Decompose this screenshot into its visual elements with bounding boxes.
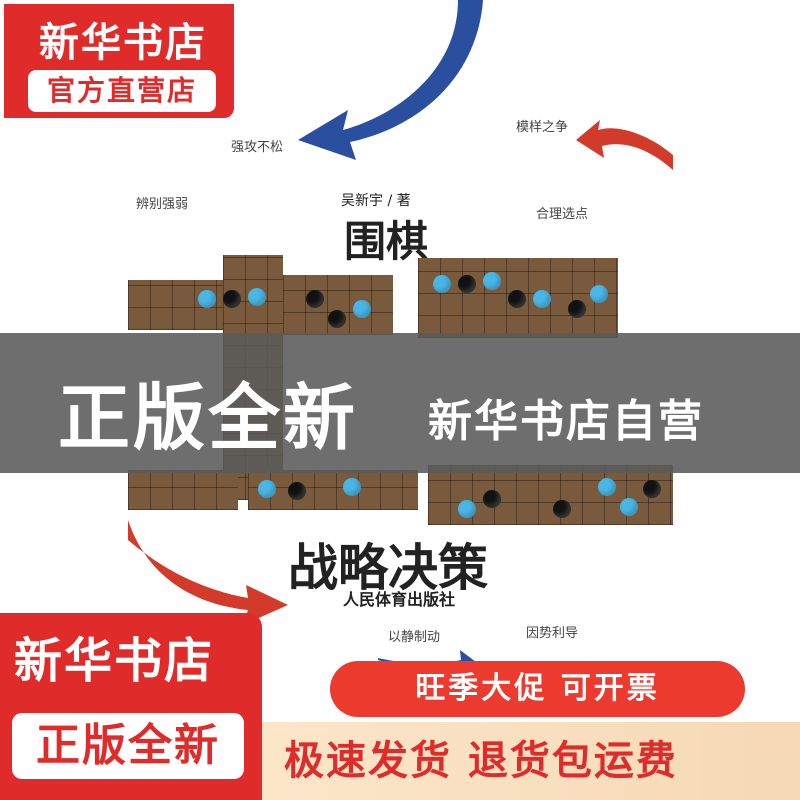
official-store-label: 官方直营店: [28, 70, 216, 112]
stone-white: [353, 300, 371, 318]
blue-arrow-top: [298, 0, 483, 160]
shipping-return-promo: 极速发货 退货包运费: [262, 722, 800, 800]
stone-white: [433, 275, 451, 293]
stone-white: [590, 285, 608, 303]
board-piece: [128, 280, 238, 330]
stone-black: [483, 490, 501, 508]
phrase-1: 强攻不松: [231, 140, 284, 155]
stone-black: [328, 310, 346, 328]
stone-black: [306, 290, 324, 308]
stone-black: [508, 290, 526, 308]
stone-black: [568, 300, 586, 318]
store-name-bottom: 新华书店: [14, 633, 215, 689]
stone-black: [553, 500, 571, 518]
sale-invoice-pill: 旺季大促 可开票: [330, 661, 745, 717]
stone-white: [343, 478, 361, 496]
genuine-label: 正版全新: [12, 713, 244, 779]
stone-white: [483, 272, 501, 290]
phrase-3: 辨别强弱: [136, 197, 189, 212]
stone-white: [248, 288, 266, 306]
stone-black: [643, 480, 661, 498]
phrase-2: 模样之争: [516, 120, 569, 135]
publisher: 人民体育出版社: [343, 590, 456, 609]
board-piece: [248, 470, 418, 510]
stone-white: [458, 500, 476, 518]
phrase-5: 以静制动: [388, 630, 441, 645]
store-badge-top: 新华书店 官方直营店: [0, 0, 238, 122]
title-bottom: 战略决策: [288, 539, 488, 597]
red-arrow-bottom-left: [128, 520, 288, 625]
stone-black: [223, 290, 241, 308]
phrase-4: 合理选点: [536, 207, 589, 222]
stone-white: [258, 480, 276, 498]
banner-main-text: 正版全新: [58, 376, 359, 460]
stone-white: [620, 498, 638, 516]
stone-white: [598, 478, 616, 496]
red-arrow-right: [576, 120, 673, 170]
store-badge-bottom: 新华书店 正版全新: [0, 613, 262, 800]
author: 吴新宇 / 著: [341, 193, 411, 209]
board-piece: [128, 470, 238, 510]
store-name: 新华书店: [39, 20, 207, 66]
stone-black: [288, 482, 306, 500]
banner-sub-text: 新华书店自营: [428, 396, 704, 447]
stone-white: [198, 290, 216, 308]
stone-black: [458, 275, 476, 293]
phrase-6: 因势利导: [526, 626, 579, 641]
stone-white: [533, 290, 551, 308]
title-top: 围棋: [344, 217, 429, 266]
genuine-banner: 正版全新 新华书店自营: [0, 333, 800, 473]
